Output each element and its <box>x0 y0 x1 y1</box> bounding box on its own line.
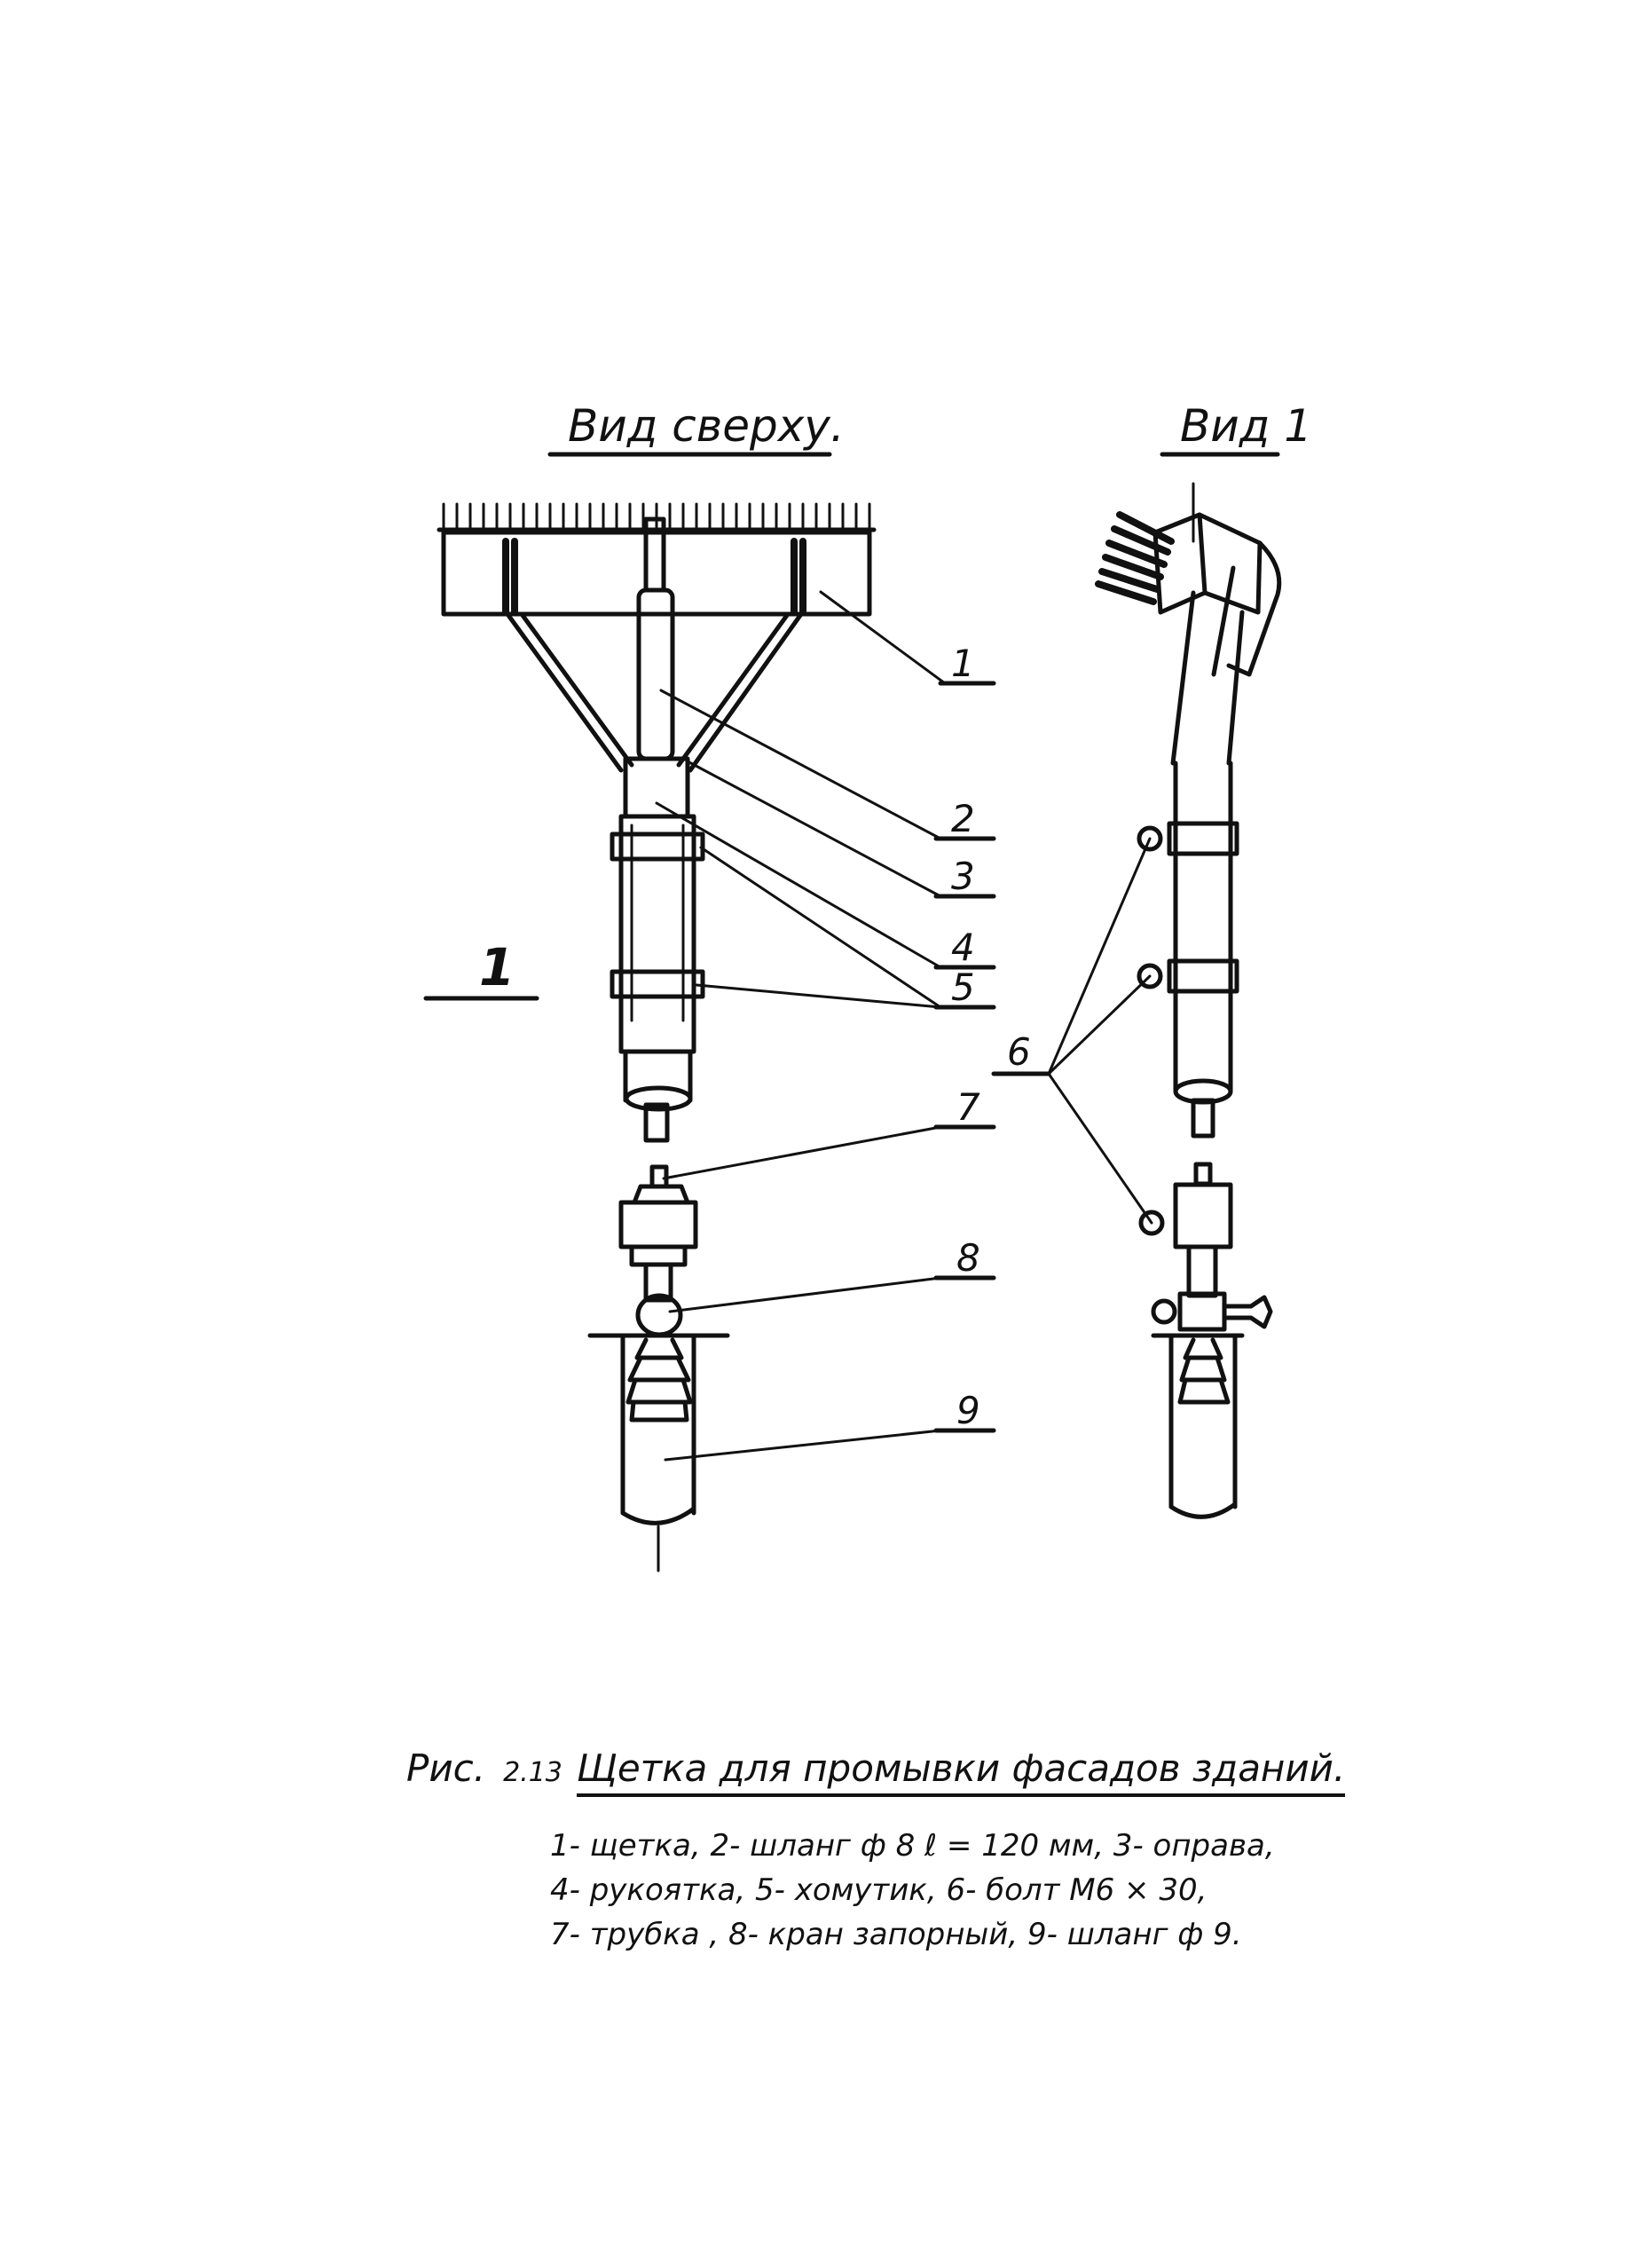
section-marker: 1 <box>423 937 539 1001</box>
svg-text:4: 4 <box>951 926 975 969</box>
svg-text:3: 3 <box>951 855 975 898</box>
svg-text:1: 1 <box>479 937 515 997</box>
side-coupling <box>1173 1182 1233 1249</box>
callouts-side-view: 6 <box>991 837 1153 1225</box>
svg-text:5: 5 <box>951 965 975 1009</box>
svg-text:2: 2 <box>951 797 975 840</box>
clamp <box>610 831 705 862</box>
side-brush-bristles <box>1095 511 1175 605</box>
brush-block <box>441 530 872 617</box>
svg-text:8: 8 <box>956 1236 980 1280</box>
svg-text:Вид 1: Вид 1 <box>1180 400 1312 452</box>
top-view-title: Вид сверху. <box>547 400 845 457</box>
top-view-drawing <box>437 502 877 1572</box>
figure-prefix: Рис. <box>406 1746 486 1790</box>
side-clamp <box>1167 958 1239 994</box>
svg-text:Вид сверху.: Вид сверху. <box>568 400 845 452</box>
side-clamp <box>1167 821 1239 856</box>
callouts-top-view: 1 2 3 4 5 7 8 9 <box>655 590 996 1462</box>
clamp <box>610 969 705 999</box>
side-view-title: Вид 1 <box>1160 400 1312 457</box>
side-valve-body <box>1177 1291 1227 1332</box>
legend-line-1: 1- щетка, 2- шланг ф 8 ℓ = 120 мм, 3- оп… <box>550 1828 1275 1864</box>
legend-line-2: 4- рукоятка, 5- хомутик, 6- болт М6 × 30… <box>550 1872 1208 1908</box>
side-view-drawing <box>1095 482 1282 1519</box>
svg-text:9: 9 <box>956 1389 980 1432</box>
svg-text:7: 7 <box>956 1085 980 1129</box>
legend-line-3: 7- трубка , 8- кран запорный, 9- шланг ф… <box>550 1917 1242 1952</box>
figure-number: 2.13 <box>503 1757 562 1788</box>
handle <box>618 814 696 1054</box>
svg-text:6: 6 <box>1007 1030 1031 1074</box>
coupling <box>618 1200 698 1249</box>
brush-bristles <box>437 502 877 532</box>
figure-title: Щетка для промывки фасадов зданий. <box>576 1746 1346 1797</box>
figure-caption: Рис. 2.13 Щетка для промывки фасадов здани… <box>406 1746 1346 1797</box>
svg-text:1: 1 <box>951 642 975 685</box>
